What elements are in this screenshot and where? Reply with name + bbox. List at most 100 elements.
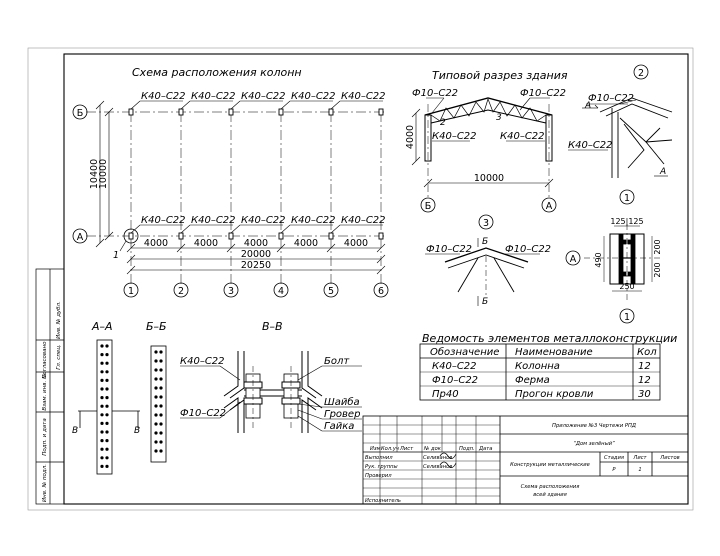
section-height-dim: 4000 xyxy=(405,125,416,149)
table-cell: 12 xyxy=(638,361,651,372)
stamp-name: Селиванов xyxy=(423,455,452,461)
bolt-hole xyxy=(154,350,158,354)
bolt-hole xyxy=(105,361,109,365)
stamp-col-head: Лист xyxy=(399,446,414,452)
bolt-hole xyxy=(154,368,158,372)
vv-nut-label: Гайка xyxy=(324,421,354,432)
section-truss-label: Ф10–С22 xyxy=(412,88,458,99)
section-bb-title: Б–Б xyxy=(146,320,167,333)
plan-total-dim-2: 20250 xyxy=(241,260,271,271)
bolt-hole xyxy=(154,422,158,426)
section-aa-title: А–А xyxy=(91,320,113,333)
node-1-bubble-label: 1 xyxy=(624,193,630,204)
axis-bubble-4: 4 xyxy=(278,286,284,297)
table-title: Ведомость элементов металлоконструкции xyxy=(422,332,677,345)
section-col-label: К40–С22 xyxy=(500,131,545,142)
bolt-hole xyxy=(100,430,104,434)
side-stamp-soglasovano: Согласовано xyxy=(42,341,48,379)
node-2-cut-mark: А xyxy=(584,101,591,111)
bolt-hole xyxy=(100,361,104,365)
bolt-hole xyxy=(100,370,104,374)
stamp-sheet-name-2: всей здания xyxy=(533,492,567,498)
vv-bolt-label: Болт xyxy=(324,356,350,367)
stamp-role: Проверил xyxy=(365,473,392,479)
node-1-dim-top: 125|125 xyxy=(610,217,643,226)
bolt-hole xyxy=(100,353,104,357)
bolt-hole xyxy=(159,350,163,354)
axis-bubble-3: 3 xyxy=(228,286,234,297)
bolt-hole xyxy=(105,353,109,357)
vv-truss-label: Ф10–С22 xyxy=(180,408,226,419)
bolt-hole xyxy=(100,396,104,400)
node-1-bubble xyxy=(619,189,635,205)
bolt-hole xyxy=(100,464,104,468)
axis-bubble-B: Б xyxy=(77,108,84,119)
axis-bubble-1: 1 xyxy=(128,286,134,297)
stamp-sheet-head: Лист xyxy=(632,455,647,461)
plan-span-dim: 4000 xyxy=(194,238,218,249)
bolt-hole xyxy=(105,430,109,434)
table-cell: Ферма xyxy=(515,375,550,386)
bolt-hole xyxy=(159,386,163,390)
table-header-qty: Кол xyxy=(637,347,657,358)
bolt-hole xyxy=(159,431,163,435)
bolt-hole xyxy=(105,413,109,417)
bolt-hole xyxy=(100,378,104,382)
side-stamp-spec: Гл. спец. xyxy=(56,344,62,370)
plan-title: Схема расположения колонн xyxy=(132,66,302,79)
title-block xyxy=(362,415,689,505)
side-stamp-inv: Инв. № подл. xyxy=(42,464,48,502)
section-axis-B: Б xyxy=(425,201,432,212)
plan-span-dim: 4000 xyxy=(244,238,268,249)
node-1-number: 1 xyxy=(624,312,630,323)
node-3-label-left: Ф10–С22 xyxy=(426,244,472,255)
table-cell: 12 xyxy=(638,375,651,386)
axis-bubble-6: 6 xyxy=(378,286,384,297)
section-truss-label: Ф10–С22 xyxy=(520,88,566,99)
node-3-detail xyxy=(425,214,540,306)
plan-col-label: К40–С22 xyxy=(241,215,286,226)
node-2-truss-label: Ф10–С22 xyxy=(588,93,634,104)
bolt-hole xyxy=(105,464,109,468)
bolt-hole xyxy=(159,359,163,363)
bolt-hole xyxy=(100,387,104,391)
table-cell: 30 xyxy=(638,389,651,400)
table-header-name: Наименование xyxy=(515,347,593,358)
plan-span-dim: 4000 xyxy=(344,238,368,249)
bolt-hole xyxy=(154,395,158,399)
vv-col-label: К40–С22 xyxy=(180,356,225,367)
side-stamp-podp: Подп. и дата xyxy=(42,418,48,456)
typical-section xyxy=(411,97,557,213)
table-cell: Колонна xyxy=(515,361,560,372)
node-3-cut-mark: Б xyxy=(482,237,488,247)
spec-table xyxy=(419,343,661,401)
plan-span-dim: 4000 xyxy=(294,238,318,249)
stamp-col-head: Дата xyxy=(478,446,492,452)
bolt-hole xyxy=(105,421,109,425)
stamp-col-head: № док xyxy=(423,446,442,452)
side-stamp-dubl: Инв. № дубл. xyxy=(56,301,62,339)
node-1-mark: 1 xyxy=(113,250,119,261)
plan-col-label: К40–С22 xyxy=(141,91,186,102)
stamp-name: Селиванов xyxy=(423,464,452,470)
axis-bubble-2: 2 xyxy=(178,286,184,297)
plan-col-label: К40–С22 xyxy=(291,215,336,226)
bolt-hole xyxy=(105,378,109,382)
bolt-hole xyxy=(154,449,158,453)
bolt-hole xyxy=(105,370,109,374)
bolt-hole xyxy=(105,387,109,391)
section-vv xyxy=(180,351,362,433)
bolt-hole xyxy=(105,344,109,348)
bolt-hole xyxy=(159,440,163,444)
aa-cut-mark: В xyxy=(134,426,140,436)
side-stamp xyxy=(35,268,65,505)
node-1-axis: А xyxy=(570,254,577,265)
axis-bubble-5: 5 xyxy=(328,286,334,297)
node-1-dim-left: 490 xyxy=(594,252,603,267)
column-plan xyxy=(72,100,389,298)
stamp-col-head: Изм. xyxy=(370,446,382,452)
stamp-project: “Дом зелёный” xyxy=(573,441,615,447)
plan-vert-dim-2: 10000 xyxy=(98,159,109,189)
section-title: Типовой разрез здания xyxy=(432,69,568,82)
node-1-detail xyxy=(565,224,660,324)
